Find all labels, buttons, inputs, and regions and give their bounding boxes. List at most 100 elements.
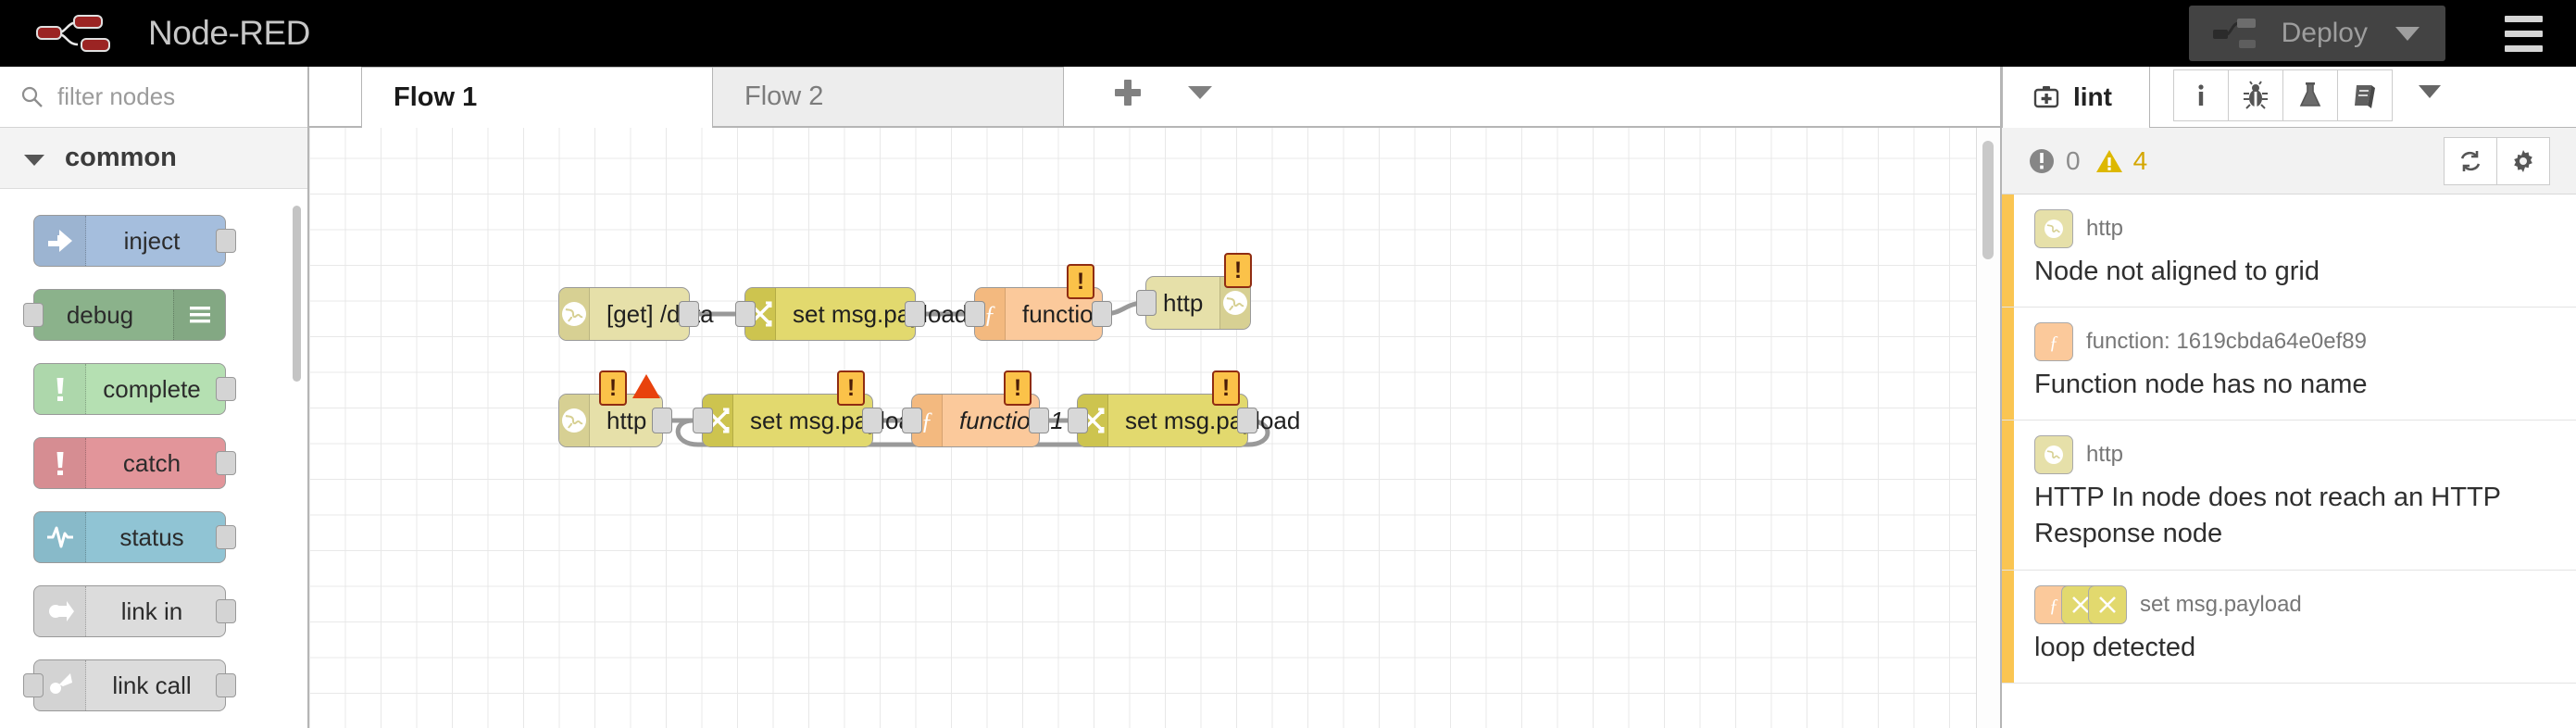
- lint-severity-accent: [2002, 570, 2014, 683]
- palette-node-link-in[interactable]: link in: [0, 574, 307, 648]
- palette-node-inject[interactable]: inject: [0, 204, 307, 278]
- flow-node-change-set-msg-payload-3[interactable]: set msg.payload !: [1068, 370, 1300, 447]
- flow-node-http-in-get-data[interactable]: [get] /data: [558, 287, 714, 341]
- node-input-port[interactable]: [735, 301, 756, 327]
- link-in-icon: [34, 586, 86, 636]
- node-warning-badge[interactable]: !: [837, 370, 865, 406]
- change-icon: [703, 395, 733, 446]
- flow-node-function[interactable]: ƒ function !: [965, 264, 1112, 341]
- lint-item[interactable]: ƒ set msg.payload loop: [2002, 570, 2576, 684]
- node-output-port[interactable]: [216, 229, 236, 253]
- palette-node-label: inject: [123, 226, 181, 255]
- palette-scrollbar[interactable]: [293, 206, 301, 382]
- node-input-port[interactable]: [23, 673, 44, 697]
- main-menu-button[interactable]: [2471, 15, 2576, 52]
- lint-results-list: http Node not aligned to grid ƒ: [2002, 195, 2576, 728]
- add-flow-button[interactable]: [1092, 69, 1164, 117]
- node-output-port[interactable]: [216, 673, 236, 697]
- node-input-port[interactable]: [23, 303, 44, 327]
- wire-loop: [675, 418, 1270, 447]
- lint-item[interactable]: http HTTP In node does not reach an HTTP…: [2002, 420, 2576, 571]
- node-output-port[interactable]: [1092, 301, 1112, 327]
- flow-list-menu-button[interactable]: [1164, 69, 1236, 117]
- node-input-port[interactable]: [965, 301, 985, 327]
- palette-node-debug[interactable]: debug: [0, 278, 307, 352]
- plus-icon: [1115, 80, 1141, 106]
- search-input[interactable]: [57, 82, 287, 111]
- pulse-icon: [34, 512, 86, 562]
- bug-icon: [2244, 81, 2268, 109]
- lint-node-icons: [2034, 209, 2073, 248]
- node-input-port[interactable]: [693, 408, 713, 433]
- canvas-vertical-scrollbar[interactable]: [1982, 141, 1994, 259]
- refresh-button[interactable]: [2444, 136, 2497, 185]
- node-warning-badge[interactable]: !: [599, 370, 627, 406]
- node-warning-badge[interactable]: !: [1004, 370, 1032, 406]
- node-output-port[interactable]: [216, 377, 236, 401]
- deploy-button[interactable]: Deploy: [2188, 6, 2445, 61]
- node-output-port[interactable]: [216, 451, 236, 475]
- settings-button[interactable]: [2496, 136, 2550, 185]
- lint-item[interactable]: http Node not aligned to grid: [2002, 195, 2576, 308]
- sidebar-info-button[interactable]: [2173, 69, 2229, 121]
- flow-node-function-1[interactable]: ƒ function 1 !: [902, 370, 1064, 447]
- node-output-port[interactable]: [679, 301, 699, 327]
- node-input-port[interactable]: [1068, 408, 1088, 433]
- node-output-port[interactable]: [216, 525, 236, 549]
- flow-node-label: set msg.payload: [1125, 406, 1301, 434]
- palette-node-label: debug: [66, 300, 134, 329]
- sidebar-help-button[interactable]: [2337, 69, 2393, 121]
- node-output-port[interactable]: [862, 408, 882, 433]
- palette-node-catch[interactable]: catch: [0, 426, 307, 500]
- node-output-port[interactable]: [1029, 408, 1049, 433]
- debug-bars-icon: [173, 290, 225, 340]
- svg-text:ƒ: ƒ: [984, 301, 996, 328]
- lint-message: loop detected: [2034, 632, 2196, 662]
- node-warning-badge[interactable]: !: [1224, 253, 1252, 288]
- palette-category-common[interactable]: common: [0, 128, 307, 189]
- flow-node-change-set-msg-payload-1[interactable]: set msg.payload: [735, 287, 968, 341]
- flow-node-http-response[interactable]: http !: [1136, 253, 1252, 330]
- chevron-down-icon: [24, 154, 44, 166]
- flow-canvas[interactable]: [get] /data set msg.payload ƒ function: [309, 128, 2000, 728]
- flow-node-http-in[interactable]: http !: [558, 370, 672, 447]
- node-output-port[interactable]: [905, 301, 925, 327]
- flow-node-label: [get] /data: [606, 299, 714, 328]
- node-input-port[interactable]: [1136, 290, 1157, 316]
- svg-text:ƒ: ƒ: [921, 408, 933, 434]
- palette-search[interactable]: [0, 67, 307, 128]
- lint-item[interactable]: ƒ function: 1619cbda64e0ef89 Function no…: [2002, 308, 2576, 421]
- sidebar-context-button[interactable]: [2282, 69, 2338, 121]
- globe-icon: [559, 288, 590, 340]
- node-error-triangle-icon[interactable]: [632, 374, 660, 398]
- deploy-button-main[interactable]: Deploy: [2189, 6, 2392, 61]
- node-warning-badge[interactable]: !: [1212, 370, 1240, 406]
- header-actions: Deploy: [2188, 0, 2576, 67]
- gear-icon: [2514, 149, 2532, 172]
- tab-flow-2[interactable]: Flow 2: [712, 67, 1064, 126]
- node-input-port[interactable]: [902, 408, 922, 433]
- flow-tabbar: Flow 1 Flow 2: [309, 67, 2000, 128]
- flow-node-change-set-msg-payload-2[interactable]: set msg.payload !: [693, 370, 925, 447]
- chevron-down-icon: [1188, 86, 1212, 99]
- sidebar-debug-button[interactable]: [2228, 69, 2283, 121]
- deploy-dropdown-button[interactable]: [2392, 26, 2445, 41]
- node-output-port[interactable]: [1237, 408, 1257, 433]
- function-icon: ƒ: [2034, 322, 2073, 362]
- lint-severity-accent: [2002, 308, 2014, 420]
- sidebar-more-button[interactable]: [2419, 85, 2441, 106]
- palette-node-label: complete: [103, 374, 201, 403]
- lint-message: Function node has no name: [2034, 370, 2368, 400]
- node-output-port[interactable]: [216, 599, 236, 623]
- warning-triangle-icon: [2095, 149, 2122, 172]
- error-circle-icon: [2030, 148, 2054, 173]
- palette-node-status[interactable]: status: [0, 500, 307, 574]
- palette-node-complete[interactable]: complete: [0, 352, 307, 426]
- lint-node-icons: [2034, 435, 2073, 475]
- sidebar-tab-lint[interactable]: lint: [2002, 67, 2150, 128]
- node-output-port[interactable]: [652, 408, 672, 433]
- node-warning-badge[interactable]: !: [1067, 264, 1094, 299]
- tab-flow-1[interactable]: Flow 1: [361, 67, 713, 128]
- palette-node-link-call[interactable]: link call: [0, 648, 307, 722]
